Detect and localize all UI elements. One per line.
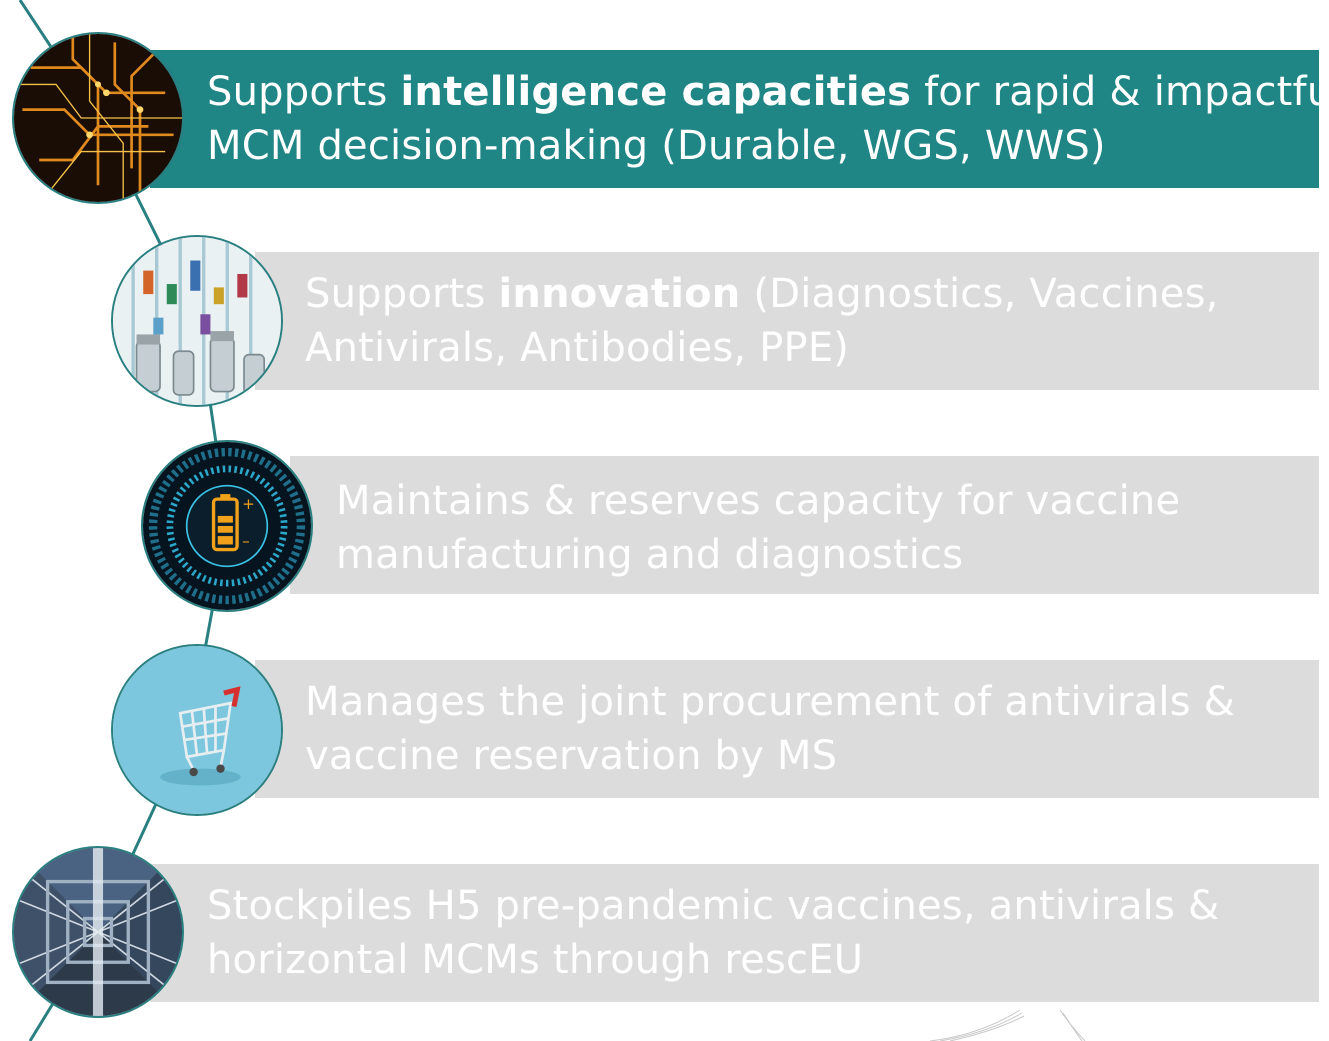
shopping-cart-icon — [111, 644, 283, 816]
svg-text:–: – — [242, 532, 250, 550]
item-text: Maintains & reserves capacity for vaccin… — [336, 477, 1181, 578]
item-text: Supports innovation (Diagnostics, Vaccin… — [305, 271, 1219, 371]
warehouse-icon — [12, 846, 184, 1018]
decorative-swoosh — [929, 1009, 1086, 1041]
item-band-innovation: Supports innovation (Diagnostics, Vaccin… — [255, 252, 1319, 390]
item-band-procurement: Manages the joint procurement of antivir… — [255, 660, 1319, 798]
circuit-board-icon — [12, 32, 184, 204]
item-text: Supports intelligence capacities for rap… — [207, 69, 1329, 169]
vials-icon — [111, 235, 283, 407]
svg-text:+: + — [242, 495, 255, 513]
item-band-capacity: Maintains & reserves capacity for vaccin… — [290, 456, 1319, 594]
item-text: Stockpiles H5 pre-pandemic vaccines, ant… — [207, 883, 1220, 983]
item-band-intelligence: Supports intelligence capacities for rap… — [150, 50, 1329, 188]
battery-chip-icon: + – — [141, 440, 313, 612]
item-text: Manages the joint procurement of antivir… — [305, 679, 1236, 779]
item-band-stockpile: Stockpiles H5 pre-pandemic vaccines, ant… — [150, 864, 1319, 1002]
